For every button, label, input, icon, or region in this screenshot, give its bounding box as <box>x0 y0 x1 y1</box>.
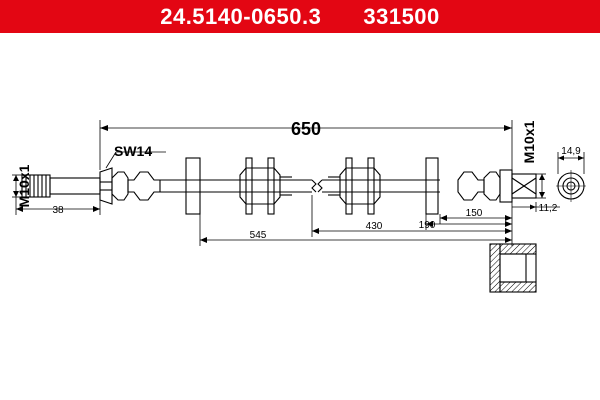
right-sleeve <box>457 171 485 201</box>
title-bar: 24.5140-0650.3 331500 <box>0 0 600 33</box>
dim-545: 545 <box>250 230 267 241</box>
thread-right-label: M10x1 <box>521 120 537 163</box>
right-socket <box>511 173 537 199</box>
dim-150: 150 <box>466 208 483 219</box>
wrench-size-label: SW14 <box>114 143 152 159</box>
break-mark-right <box>317 179 323 193</box>
dim-14-9: 14,9 <box>561 146 581 157</box>
left-hex-nut <box>99 167 113 205</box>
bracket-right <box>425 157 439 215</box>
thread-left-label: M10x1 <box>16 164 32 207</box>
dim-38: 38 <box>52 205 64 216</box>
left-sleeve <box>127 171 161 201</box>
part-number: 24.5140-0650.3 <box>160 3 322 29</box>
section-detail <box>499 253 527 283</box>
break-mark-left <box>311 179 317 193</box>
reference-number: 331500 <box>363 3 440 29</box>
left-shaft <box>49 177 101 195</box>
bracket-left <box>185 157 201 215</box>
clamp-left <box>239 167 281 205</box>
dim-11-2: 11,2 <box>539 203 558 214</box>
right-hex-nut <box>499 169 513 203</box>
length-label: 650 <box>291 119 321 139</box>
dim-430: 430 <box>366 221 383 232</box>
clamp-right <box>339 167 381 205</box>
dim-190: 190 <box>419 220 436 231</box>
